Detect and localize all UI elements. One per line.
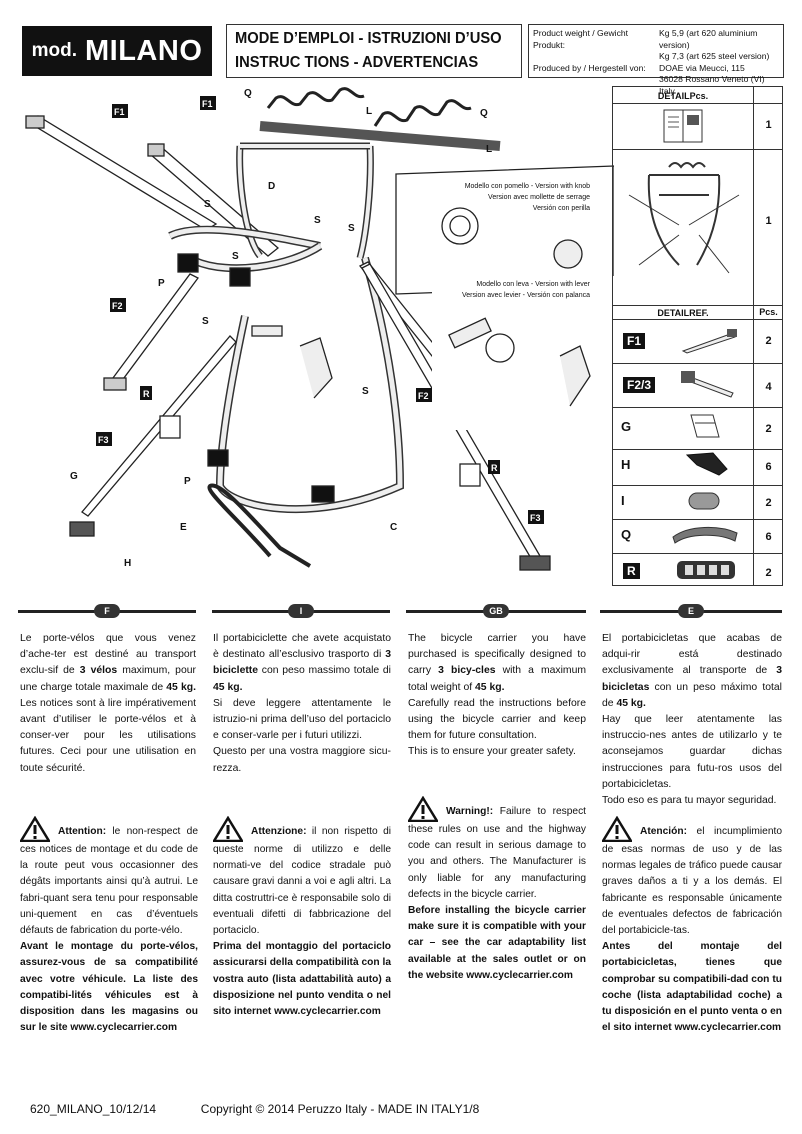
label-f2: F2 [418,391,429,401]
label-p: P [158,278,165,289]
title-line-1: MODE D’EMPLOI - ISTRUZIONI D’USO [235,30,502,47]
label-l: L [366,106,372,117]
part-code-f23: F2/3 [623,377,656,393]
warning-triangle-icon [408,796,438,822]
lang-tag: E [678,604,704,618]
lever-caption-1: Modello con leva - Version with lever [476,281,590,288]
exploded-assembly-diagram: F1 F1 F2 F2 F3 F3 R R Q Q L L D S S S S … [25,87,614,571]
intro-es: El portabicicletas que acabas de adqui-r… [602,633,782,807]
document-title: MODE D’EMPLOI - ISTRUZIONI D’USO INSTRUC… [226,24,522,78]
label-r: R [143,389,150,399]
title-line-2: INSTRUC TIONS - ADVERTENCIAS [235,54,479,71]
carrier-qty: 1 [765,215,772,227]
label-s: S [202,316,209,327]
warning-triangle-icon [20,816,50,842]
label-f1: F1 [202,99,213,109]
footer: 620_MILANO_10/12/14 Copyright © 2014 Per… [30,1102,479,1116]
lever-caption-2: Version avec levier - Versión con palanc… [462,292,590,299]
buckle-icon [690,414,720,438]
detail-ref-header: DETAILREF. [657,308,709,318]
warning-fr: Attention: le non-respect de ces notices… [20,816,198,1036]
knob-caption-1: Modello con pomello - Version with knob [465,183,590,190]
label-s: S [204,199,211,210]
warning-triangle-icon [602,816,632,842]
lang-divider-f: F [18,604,196,618]
info-value: Kg 7,3 (art 625 steel version) [659,51,770,61]
info-key: Produced by / Hergestell von: [533,62,646,73]
part-qty-q: 6 [765,531,772,543]
logo-model-name: MILANO [85,34,203,67]
label-l: L [486,144,492,155]
lang-divider-i: I [212,604,390,618]
label-f3: F3 [530,513,541,523]
manual-qty: 1 [765,119,772,131]
copyright: Copyright © 2014 Peruzzo Italy - MADE IN… [200,1102,480,1116]
info-value: Kg 5,9 (art 620 aluminium version) [659,28,758,50]
label-f2: F2 [112,301,123,311]
part-code-r: R [623,563,640,579]
label-e: E [180,522,187,533]
part-qty-g: 2 [765,423,772,435]
logo-prefix: mod. [31,40,77,61]
warning-es: Atención: el incumplimiento de esas norm… [602,816,782,1036]
intro-gb: The bicycle carrier you have purchased i… [408,633,586,758]
label-h: H [124,558,131,569]
hook-icon [685,452,728,476]
pcs-header: Pcs. [759,307,778,317]
detail-pcs-header: DETAILPcs. [657,91,709,101]
label-f3: F3 [98,435,109,445]
knob-caption-2: Version avec mollette de serrage [488,194,590,201]
carrier-assembly-icon [628,162,740,274]
label-d: D [268,181,275,192]
info-value: DOAE via Meucci, 115 [659,62,745,73]
strap-pad-icon [677,561,735,579]
manual-icon [663,109,703,143]
lang-tag: I [288,604,314,618]
warning-it: Attenzione: il non rispetto di queste no… [213,816,391,1020]
info-key [533,51,659,63]
lang-tag: F [94,604,120,618]
product-info-box: Product weight / Gewicht Produkt: Kg 5,9 … [528,24,784,96]
label-s: S [362,386,369,397]
intro-it: Il portabiciclette che avete acquistato … [213,633,391,774]
part-code-i: I [621,493,625,508]
label-g: G [70,471,78,482]
label-s: S [348,223,355,234]
part-qty-f1: 2 [765,335,772,347]
strap-hook-icon [681,329,737,354]
label-s: S [232,251,239,262]
label-c: C [390,522,397,533]
info-key: Product weight / Gewicht Produkt: [533,28,629,50]
label-s: S [314,215,321,226]
label-r: R [491,463,498,473]
document-code: 620_MILANO_10/12/14 [30,1102,157,1116]
label-q: Q [480,108,488,119]
label-p: P [184,476,191,487]
label-f1: F1 [114,107,125,117]
part-qty-h: 6 [765,461,772,473]
lang-tag: GB [483,604,509,618]
label-q: Q [244,88,252,99]
parts-list: DETAILPcs. 1 1 DETAILREF. Pcs. F1 2 F2/3… [612,86,783,586]
part-code-g: G [621,419,632,434]
part-code-h: H [621,457,631,472]
lang-divider-gb: GB [406,604,586,618]
part-code-q: Q [621,527,632,542]
part-code-f1: F1 [623,333,646,349]
warning-gb: Warning!: Failure to respect these rules… [408,796,586,984]
intro-fr: Le porte-vélos que vous venez d’ache-ter… [20,633,196,774]
strap-hook-icon [681,371,734,398]
lang-divider-e: E [600,604,782,618]
info-value: 36028 Rossano Veneto (VI) Italy [659,74,765,96]
product-logo: mod. MILANO [22,26,212,76]
part-qty-i: 2 [765,497,772,509]
part-qty-r: 2 [765,567,772,579]
rubber-cradle-icon [672,526,738,544]
end-cap-icon [688,492,720,510]
warning-triangle-icon [213,816,243,842]
knob-caption-3: Versión con perilla [533,205,590,212]
part-qty-f23: 4 [765,381,772,393]
